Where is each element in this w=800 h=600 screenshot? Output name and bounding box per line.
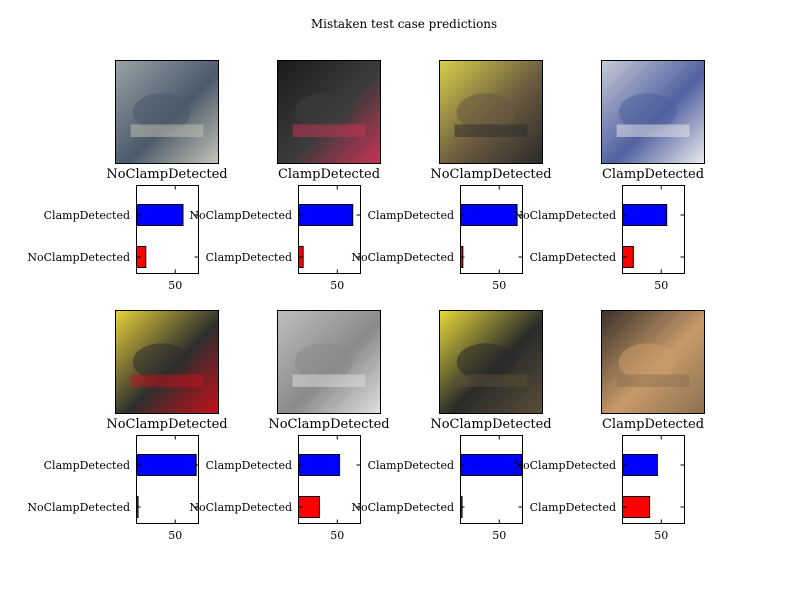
yellow-valve-photo-icon xyxy=(439,60,543,164)
bar xyxy=(136,204,184,226)
cable-shed-photo-icon xyxy=(601,310,705,414)
bar-axes xyxy=(460,435,523,524)
yellow-junction-photo-icon xyxy=(439,310,543,414)
y-tick-label: NoClampDetected xyxy=(351,501,454,514)
mechanical-assembly-photo-icon xyxy=(115,60,219,164)
panel-6: NoClampDetectedClampDetectedNoClampDetec… xyxy=(189,310,390,542)
panel-3: NoClampDetectedClampDetectedNoClampDetec… xyxy=(351,60,552,292)
x-tick-label: 50 xyxy=(168,529,182,542)
bar xyxy=(298,204,354,226)
yellow-pipe-red-cap-photo-icon xyxy=(115,310,219,414)
y-tick-label: ClampDetected xyxy=(530,251,616,264)
x-tick-label: 50 xyxy=(492,529,506,542)
y-tick-label: NoClampDetected xyxy=(189,209,292,222)
y-tick-label: ClampDetected xyxy=(206,251,292,264)
y-tick-label: ClampDetected xyxy=(530,501,616,514)
bar-axes xyxy=(298,185,361,274)
y-tick-label: ClampDetected xyxy=(368,209,454,222)
panel-caption: ClampDetected xyxy=(602,167,704,182)
x-tick-label: 50 xyxy=(330,279,344,292)
y-tick-label: NoClampDetected xyxy=(351,251,454,264)
bar xyxy=(298,454,341,476)
y-tick-label: ClampDetected xyxy=(44,209,130,222)
bar-axes xyxy=(460,185,523,274)
panel-caption: ClampDetected xyxy=(602,417,704,432)
y-tick-label: NoClampDetected xyxy=(27,251,130,264)
figure-title: Mistaken test case predictions xyxy=(311,17,497,31)
x-tick-label: 50 xyxy=(654,529,668,542)
x-tick-label: 50 xyxy=(330,529,344,542)
panel-caption: NoClampDetected xyxy=(430,417,551,432)
panel-caption: NoClampDetected xyxy=(106,167,227,182)
y-tick-label: NoClampDetected xyxy=(189,501,292,514)
panel-8: ClampDetectedNoClampDetectedClampDetecte… xyxy=(513,310,705,542)
white-device-photo-icon xyxy=(601,60,705,164)
x-tick-label: 50 xyxy=(492,279,506,292)
panel-caption: ClampDetected xyxy=(278,167,380,182)
y-tick-label: ClampDetected xyxy=(368,459,454,472)
y-tick-label: NoClampDetected xyxy=(27,501,130,514)
panel-1: NoClampDetectedClampDetectedNoClampDetec… xyxy=(27,60,228,292)
bar xyxy=(622,496,651,518)
bar xyxy=(622,454,658,476)
bar xyxy=(460,204,518,226)
y-tick-label: ClampDetected xyxy=(206,459,292,472)
x-tick-label: 50 xyxy=(168,279,182,292)
panel-caption: NoClampDetected xyxy=(268,417,389,432)
panel-caption: NoClampDetected xyxy=(106,417,227,432)
dark-pipe-photo-icon xyxy=(277,60,381,164)
panel-2: ClampDetectedNoClampDetectedClampDetecte… xyxy=(189,60,381,292)
y-tick-label: ClampDetected xyxy=(44,459,130,472)
panel-caption: NoClampDetected xyxy=(430,167,551,182)
metal-plate-photo-icon xyxy=(277,310,381,414)
bar xyxy=(622,204,668,226)
panel-7: NoClampDetectedClampDetectedNoClampDetec… xyxy=(351,310,552,542)
x-tick-label: 50 xyxy=(654,279,668,292)
y-tick-label: NoClampDetected xyxy=(513,209,616,222)
panel-4: ClampDetectedNoClampDetectedClampDetecte… xyxy=(513,60,705,292)
bar xyxy=(136,454,197,476)
panel-5: NoClampDetectedClampDetectedNoClampDetec… xyxy=(27,310,228,542)
bar-axes xyxy=(136,435,199,524)
bar-axes xyxy=(136,185,199,274)
y-tick-label: NoClampDetected xyxy=(513,459,616,472)
